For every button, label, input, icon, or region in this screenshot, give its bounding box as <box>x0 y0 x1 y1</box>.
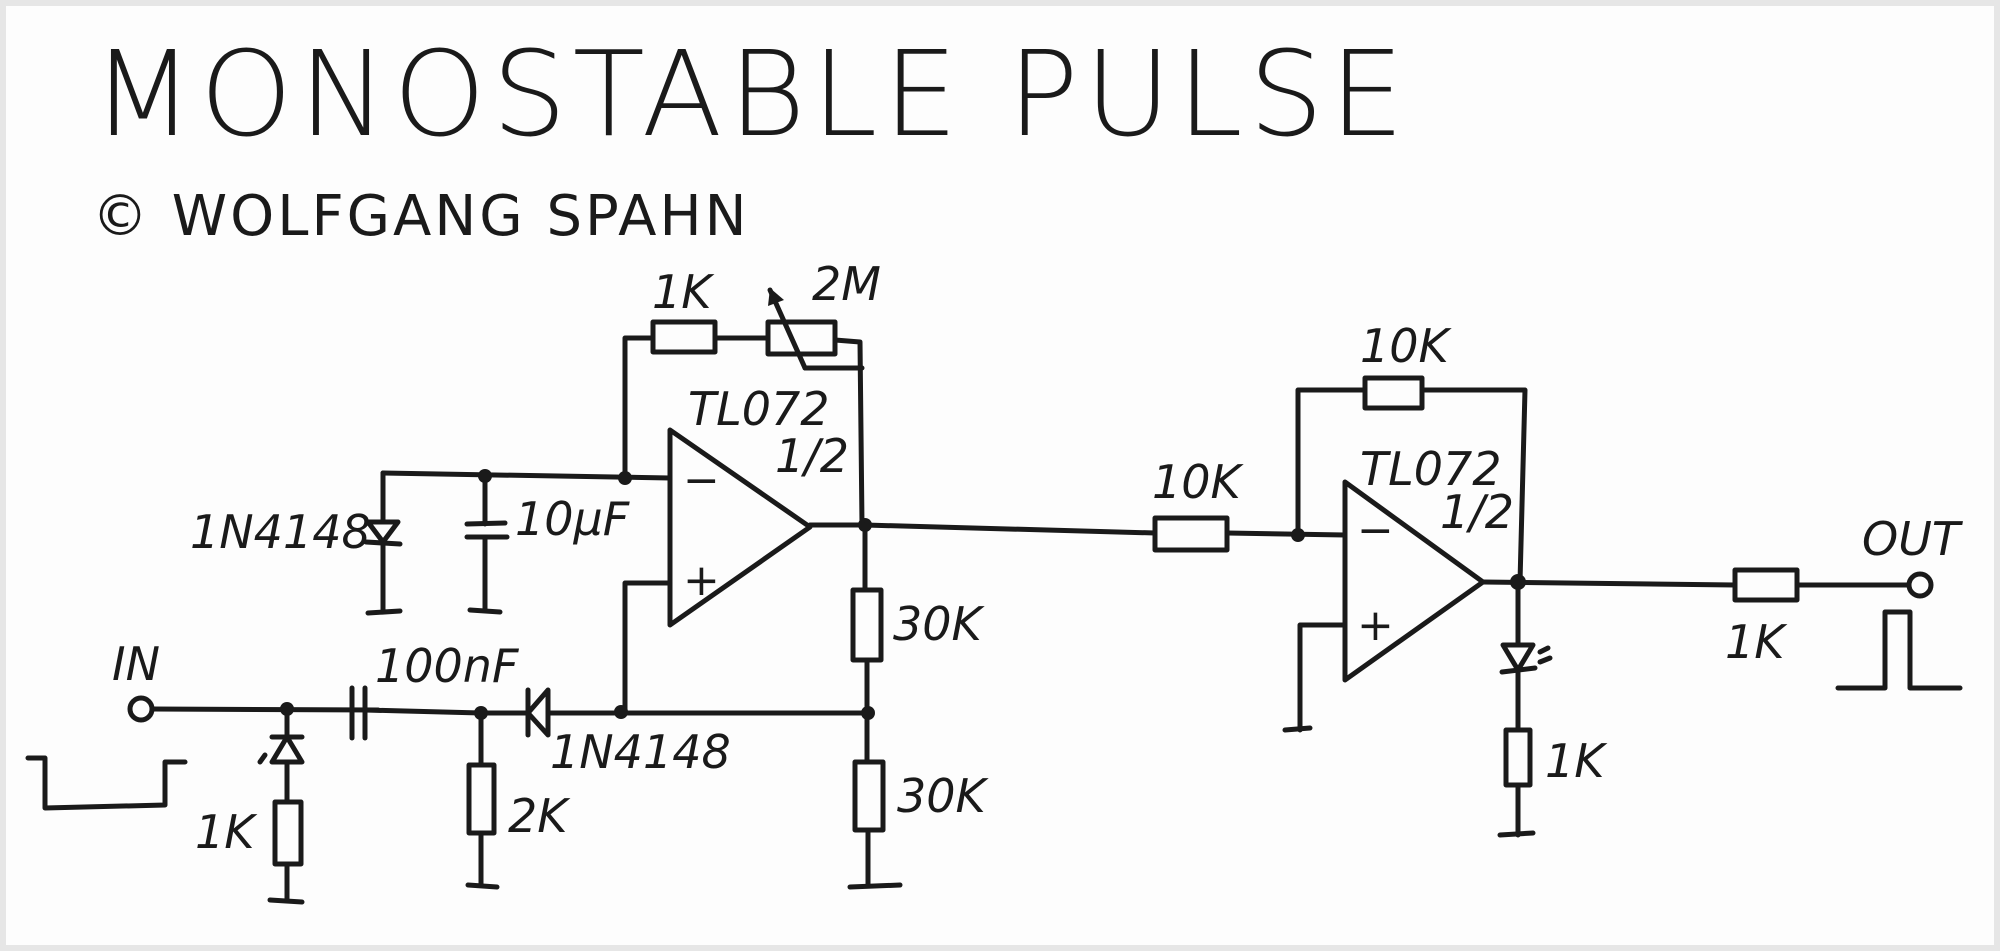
author-credit: © WOLFGANG SPAHN <box>92 184 750 249</box>
diagram-title: MONOSTABLE PULSE <box>92 25 1410 163</box>
opamp1-minus: − <box>683 455 720 506</box>
output-resistor-label: 1K <box>1725 615 1788 669</box>
input-wire <box>149 706 381 713</box>
opamp1-fraction: 1/2 <box>775 429 849 483</box>
divider-top-label: 30K <box>893 597 986 651</box>
out-led-rays <box>1537 645 1553 665</box>
feedback1-right-wire <box>832 337 865 528</box>
pot-wiper-arrow-icon <box>768 288 784 306</box>
opamp1-label: TL072 <box>688 382 830 436</box>
input-terminal[interactable] <box>127 695 155 723</box>
input-led-icon <box>269 734 305 765</box>
coupling-cap-label: 100nF <box>375 639 519 693</box>
divider-ground-icon <box>847 882 903 890</box>
timing-cap-ground-icon <box>467 607 503 615</box>
divider-bottom-resistor <box>852 759 886 833</box>
out-led-icon <box>1500 642 1536 673</box>
opamp2-plus: + <box>1357 600 1394 651</box>
opamp2-fraction: 1/2 <box>1440 485 1514 539</box>
stage2-input-resistor-label: 10K <box>1152 455 1245 509</box>
feedback2-resistor <box>1362 375 1425 411</box>
input-led-ray <box>257 752 268 765</box>
pulldown-resistor <box>466 762 497 836</box>
opamp1-triangle <box>667 427 813 628</box>
pulldown-resistor-label: 2K <box>508 789 571 843</box>
feedback1-pot <box>765 319 838 357</box>
pulldown-ground-icon <box>465 882 500 890</box>
feedback1-resistor <box>650 319 718 355</box>
feedback2-left-wire <box>1295 387 1368 538</box>
feedback1-left-wire <box>622 335 656 481</box>
input-led-ground-icon <box>267 897 305 905</box>
timing-diode-ground-icon <box>365 608 403 616</box>
input-led-resistor <box>272 799 304 867</box>
feedback1-resistor-label: 1K <box>652 265 715 319</box>
stage2-input-resistor <box>1152 515 1230 553</box>
trigger-diode-label: 1N4148 <box>550 725 731 779</box>
input-led-resistor-label: 1K <box>195 805 258 859</box>
output-terminal[interactable] <box>1906 571 1934 599</box>
trigger-node <box>614 705 628 719</box>
opamp2-label: TL072 <box>1360 442 1502 496</box>
stage2-plus-ground-icon <box>1282 725 1313 733</box>
timing-cap-label: 10µF <box>515 492 630 546</box>
out-led-resistor-label: 1K <box>1545 734 1608 788</box>
out-led-resistor <box>1503 727 1533 788</box>
opamp2-minus: − <box>1357 505 1394 556</box>
output-label: OUT <box>1862 512 1964 566</box>
input-waveform-icon <box>25 755 188 811</box>
input-label: IN <box>112 637 160 691</box>
out-led-ground-icon <box>1497 830 1536 838</box>
interstage-wire <box>862 522 1158 536</box>
stage2-opamp: − + TL072 1/2 <box>1342 442 1514 683</box>
timing-cap-plate-top <box>464 520 508 527</box>
feedback2-right-wire <box>1419 387 1528 585</box>
timing-diode-icon <box>365 519 401 545</box>
feedback2-resistor-label: 10K <box>1360 319 1453 373</box>
opamp2-triangle <box>1342 479 1486 683</box>
divider-bottom-label: 30K <box>897 769 990 823</box>
trigger-diode-icon <box>525 687 551 738</box>
stage2-plus-wire <box>1297 622 1348 733</box>
output-waveform-icon <box>1835 609 1963 691</box>
divider-top-resistor <box>850 587 884 663</box>
timing-diode-label: 1N4148 <box>190 505 371 559</box>
plus-input-wire <box>622 580 673 713</box>
minus-input-node <box>618 471 632 485</box>
opamp1-plus: + <box>683 555 720 606</box>
stage2-minus-wire <box>1224 530 1348 538</box>
output-resistor <box>1732 567 1800 603</box>
feedback1-pot-label: 2M <box>812 257 881 311</box>
stage1-opamp: − + TL072 1/2 <box>667 382 849 628</box>
coupling-wire <box>362 707 484 716</box>
